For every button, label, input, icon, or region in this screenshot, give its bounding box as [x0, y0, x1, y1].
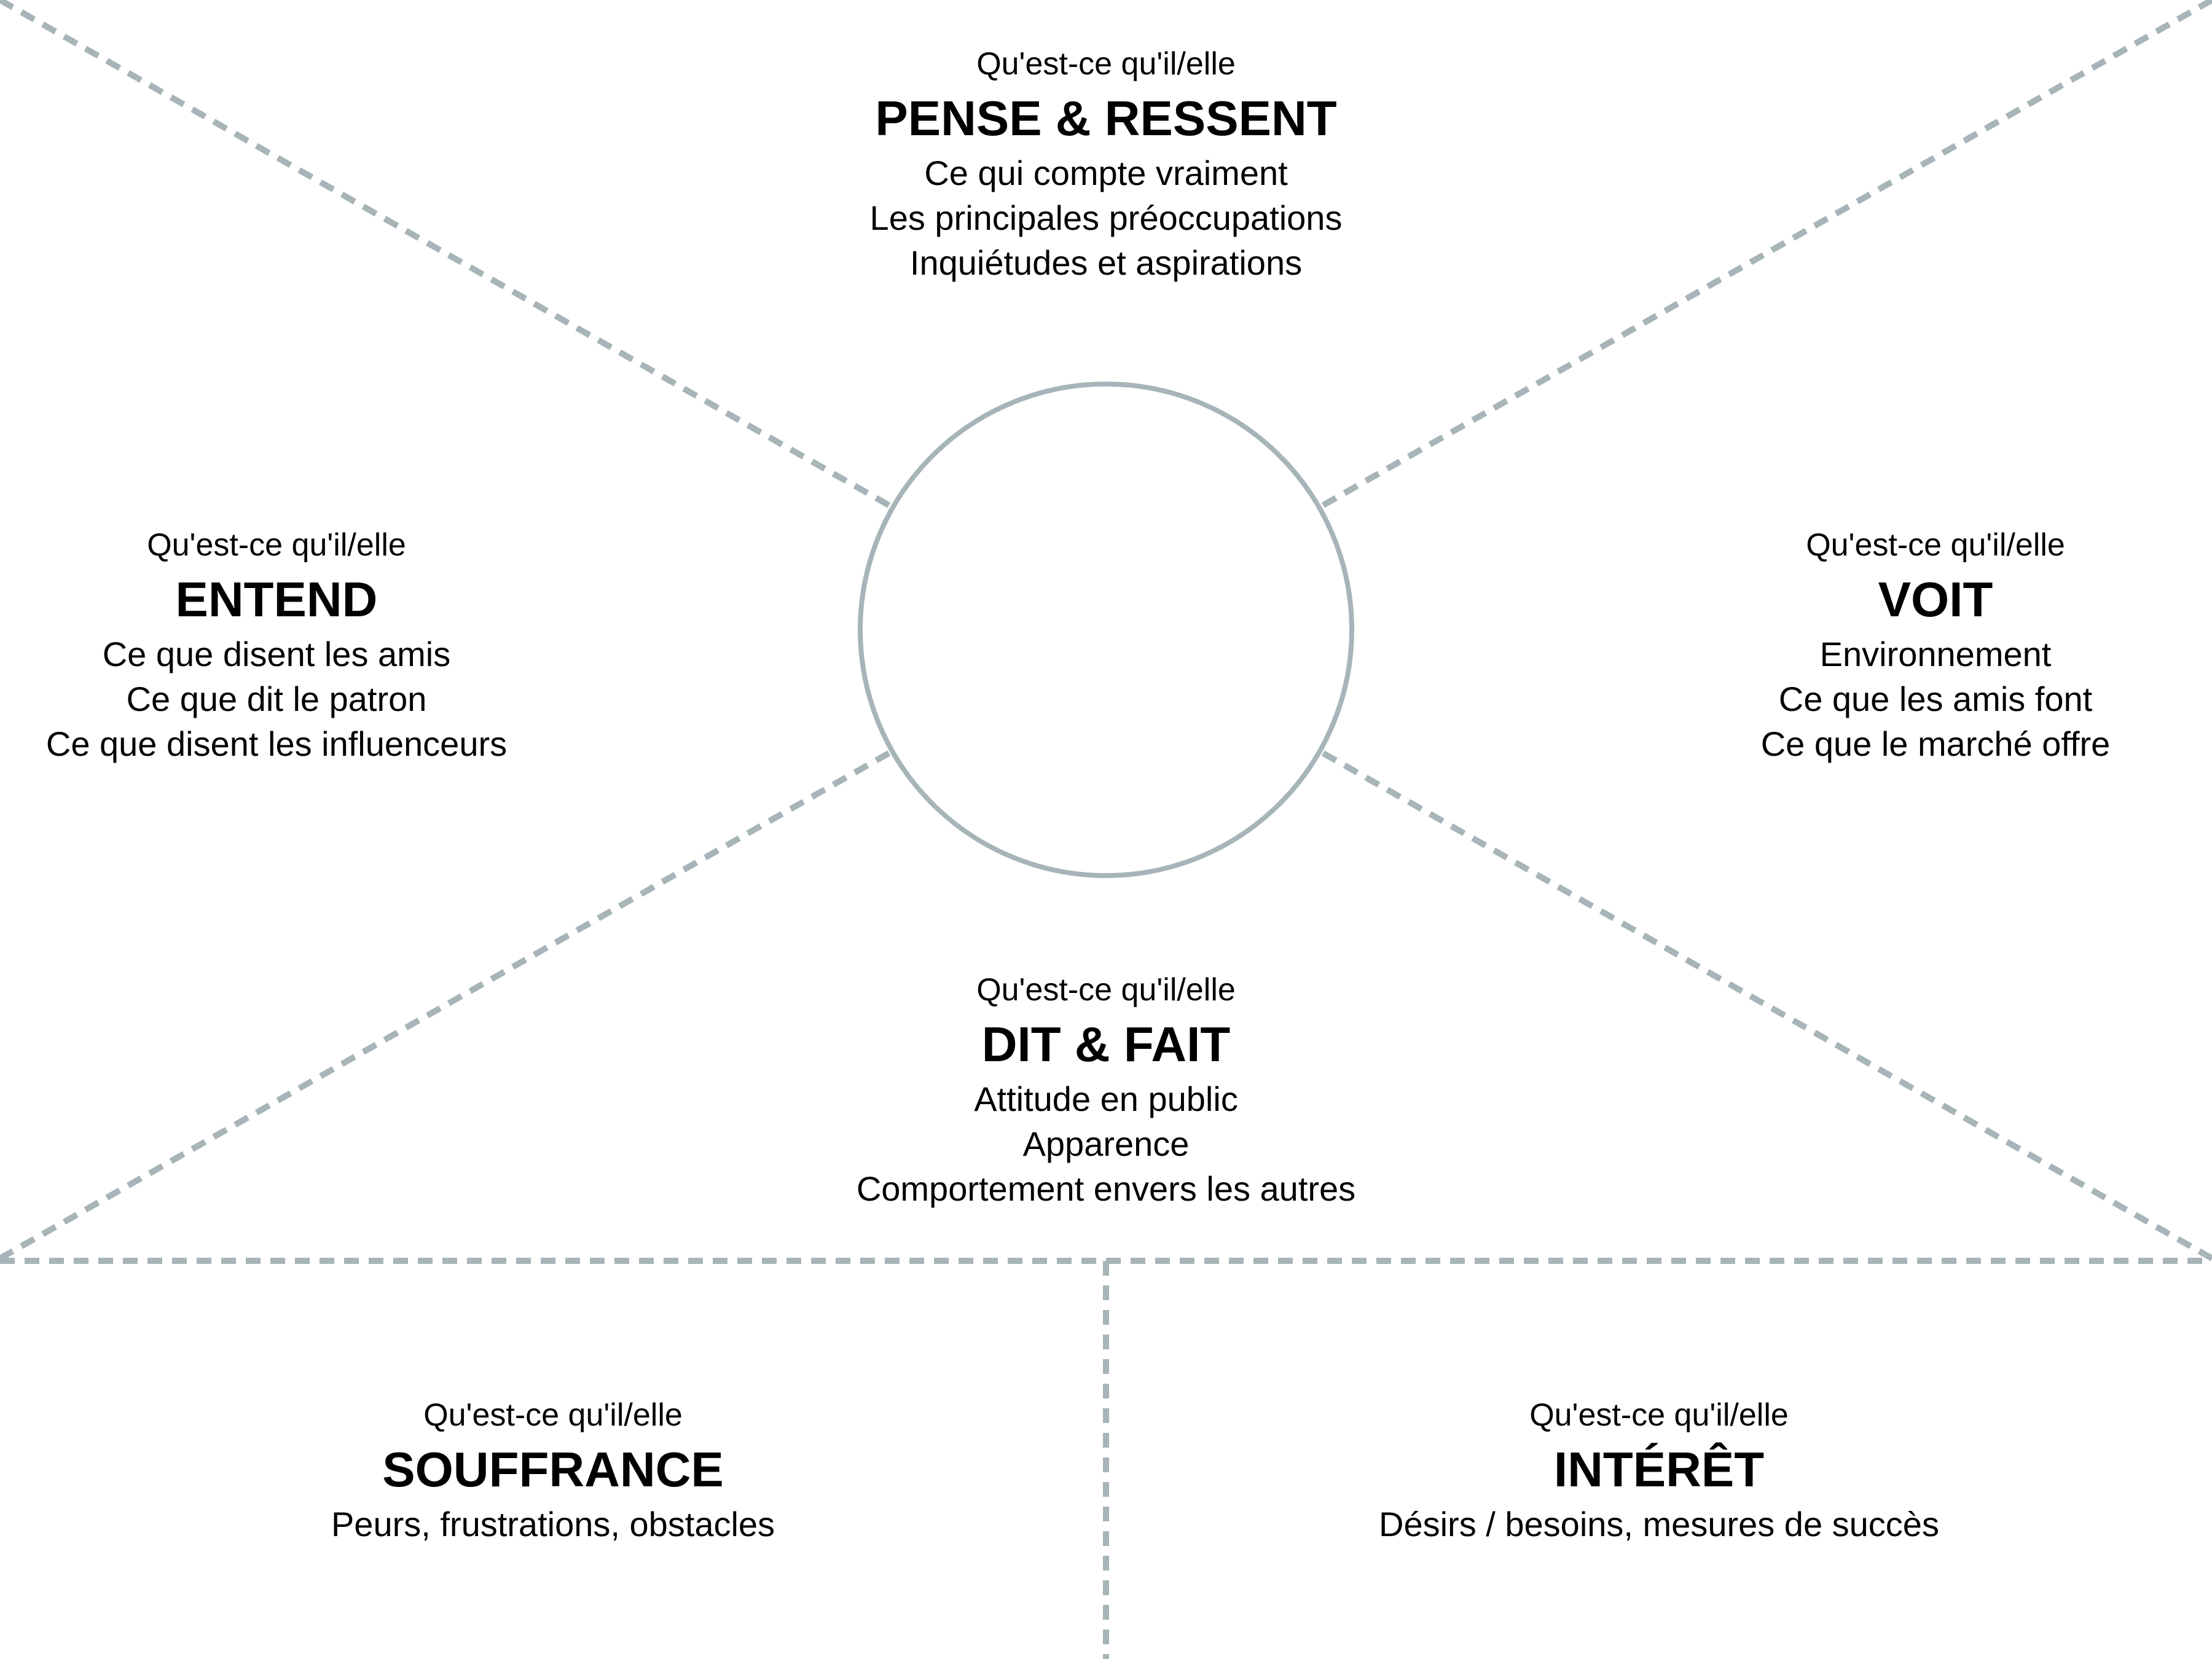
section-pain: Qu'est-ce qu'il/elle SOUFFRANCE Peurs, f… — [184, 1392, 922, 1547]
section-detail: Apparence — [1022, 1124, 1190, 1163]
section-detail: Peurs, frustrations, obstacles — [331, 1505, 775, 1543]
section-thinks-feels: Qu'est-ce qu'il/elle PENSE & RESSENT Ce … — [737, 41, 1475, 285]
section-detail: Ce que disent les influenceurs — [45, 724, 508, 763]
section-sees: Qu'est-ce qu'il/elle VOIT Environnement … — [1659, 522, 2212, 766]
section-says-does: Qu'est-ce qu'il/elle DIT & FAIT Attitude… — [737, 967, 1475, 1211]
section-heading: VOIT — [1878, 572, 1993, 627]
section-detail: Ce qui compte vraiment — [924, 154, 1288, 192]
section-detail: Inquiétudes et aspirations — [909, 243, 1303, 282]
section-detail: Ce que les amis font — [1778, 680, 2093, 718]
section-heading: PENSE & RESSENT — [875, 91, 1337, 146]
section-detail: Comportement envers les autres — [856, 1169, 1356, 1208]
section-heading: DIT & FAIT — [981, 1017, 1231, 1072]
section-intro: Qu'est-ce qu'il/elle — [423, 1397, 683, 1433]
section-gain: Qu'est-ce qu'il/elle INTÉRÊT Désirs / be… — [1290, 1392, 2028, 1547]
center-persona-circle — [858, 382, 1354, 878]
section-detail: Ce que le marché offre — [1760, 724, 2111, 763]
section-intro: Qu'est-ce qu'il/elle — [976, 46, 1236, 82]
section-detail: Ce que dit le patron — [126, 680, 427, 718]
section-heading: INTÉRÊT — [1553, 1442, 1765, 1497]
section-heading: ENTEND — [175, 572, 378, 627]
section-detail: Ce que disent les amis — [102, 635, 451, 673]
section-intro: Qu'est-ce qu'il/elle — [1806, 527, 2065, 563]
section-intro: Qu'est-ce qu'il/elle — [976, 972, 1236, 1008]
section-intro: Qu'est-ce qu'il/elle — [147, 527, 406, 563]
section-detail: Attitude en public — [974, 1080, 1238, 1118]
section-hears: Qu'est-ce qu'il/elle ENTEND Ce que disen… — [0, 522, 553, 766]
section-intro: Qu'est-ce qu'il/elle — [1529, 1397, 1789, 1433]
section-detail: Désirs / besoins, mesures de succès — [1379, 1505, 1939, 1543]
section-heading: SOUFFRANCE — [382, 1442, 724, 1497]
section-detail: Les principales préoccupations — [869, 198, 1343, 237]
section-detail: Environnement — [1819, 635, 2052, 673]
